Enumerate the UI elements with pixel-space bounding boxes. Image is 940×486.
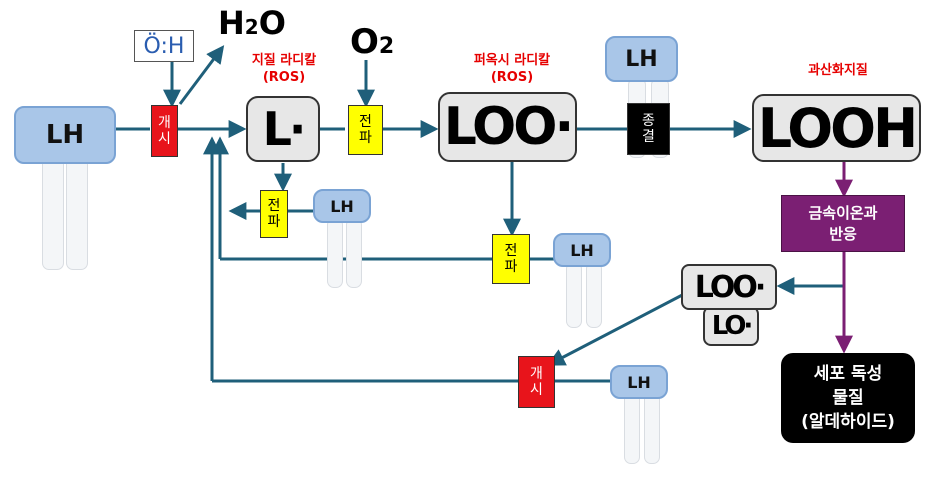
lipid-tail <box>42 158 64 270</box>
lipid-tail <box>327 218 343 288</box>
lipid-radical-box: L· <box>246 96 320 162</box>
hydroxyl-radical-box: Ö:H <box>134 30 194 62</box>
lipid-tail <box>624 392 640 464</box>
oxygen-label: O2 <box>350 22 395 62</box>
lipid-peroxide-label: 과산화지질 <box>808 63 868 78</box>
lh-head: LH <box>610 365 668 399</box>
lipid-peroxide-box: LOOH <box>752 94 921 162</box>
lipid-radical-label: 지질 라디칼(ROS) <box>251 53 317 85</box>
peroxyl-radical-label: 퍼옥시 라디칼(ROS) <box>473 53 551 85</box>
lipid-tail <box>66 158 88 270</box>
peroxyl-radical-box: LOO· <box>438 92 577 162</box>
hydroxyl-radical-label: Ö:H <box>143 33 185 59</box>
lh-head: LH <box>605 36 678 82</box>
lipid-tail <box>644 392 660 464</box>
alkoxyl-radical-box: LO· <box>703 306 759 346</box>
secondary-peroxyl-radical-box: LOO· <box>681 264 777 310</box>
lipid-tail <box>586 262 602 328</box>
lh-head: LH <box>14 106 116 164</box>
lipid-tail <box>346 218 362 288</box>
lh-head: LH <box>313 189 371 223</box>
water-label: H2O <box>218 4 286 42</box>
lh-head: LH <box>553 233 611 267</box>
lipid-tail <box>566 262 582 328</box>
